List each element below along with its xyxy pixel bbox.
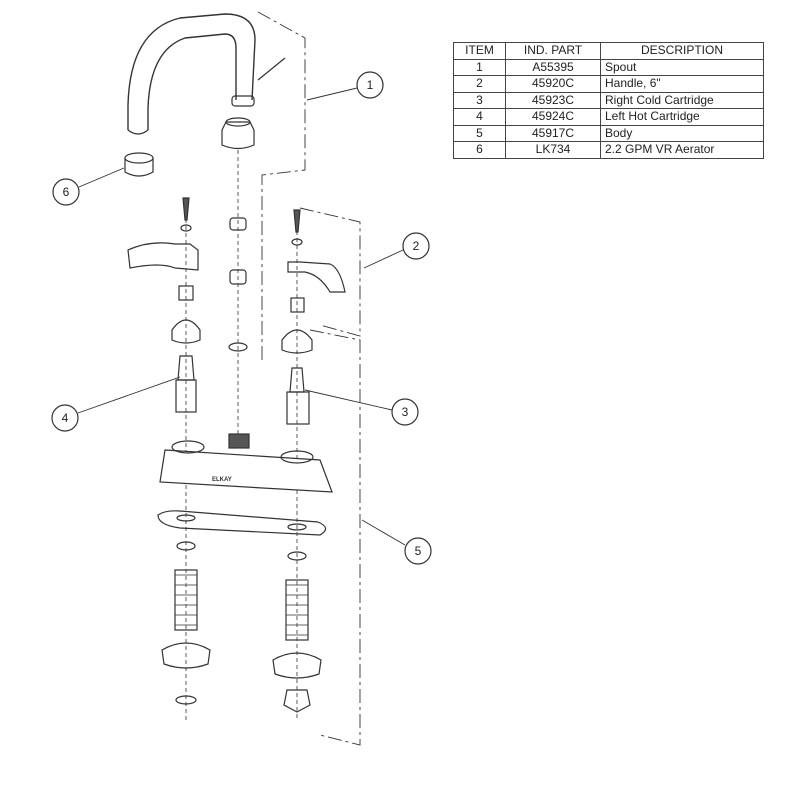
description-cell: Handle, 6" <box>600 75 764 93</box>
svg-text:4: 4 <box>62 411 69 425</box>
part-cell: 45917C <box>505 124 601 142</box>
description-cell: Body <box>600 124 764 142</box>
header-item: ITEM <box>453 42 506 60</box>
callout-3: 3 <box>391 398 419 426</box>
part-cell: 45924C <box>505 108 601 126</box>
spout-part <box>127 13 286 135</box>
aerator-part <box>124 152 154 177</box>
description-cell: 2.2 GPM VR Aerator <box>600 141 764 159</box>
part-cell: LK734 <box>505 141 601 159</box>
table-header-row: ITEM IND. PART DESCRIPTION <box>453 42 764 60</box>
callout-6: 6 <box>52 178 80 206</box>
item-cell: 4 <box>453 108 506 126</box>
item-cell: 3 <box>453 91 506 109</box>
item-cell: 1 <box>453 58 506 76</box>
svg-text:2: 2 <box>413 239 420 253</box>
svg-text:5: 5 <box>415 544 422 558</box>
description-cell: Left Hot Cartridge <box>600 108 764 126</box>
description-cell: Spout <box>600 58 764 76</box>
svg-text:1: 1 <box>367 78 374 92</box>
item-cell: 5 <box>453 124 506 142</box>
header-description: DESCRIPTION <box>600 42 764 60</box>
part-cell: A55395 <box>505 58 601 76</box>
item-cell: 6 <box>453 141 506 159</box>
header-part: IND. PART <box>505 42 601 60</box>
part-cell: 45920C <box>505 75 601 93</box>
description-cell: Right Cold Cartridge <box>600 91 764 109</box>
callout-4: 4 <box>51 404 79 432</box>
group-brackets <box>257 11 361 746</box>
callout-2: 2 <box>402 232 430 260</box>
leader-lines <box>77 87 406 546</box>
part-cell: 45923C <box>505 91 601 109</box>
callout-5: 5 <box>404 537 432 565</box>
item-cell: 2 <box>453 75 506 93</box>
svg-text:6: 6 <box>63 185 70 199</box>
callout-1: 1 <box>356 71 384 99</box>
mounting-shanks <box>161 541 322 713</box>
svg-text:3: 3 <box>402 405 409 419</box>
body-logo: ELKAY <box>212 477 232 483</box>
faucet-body: ELKAY <box>157 440 333 536</box>
